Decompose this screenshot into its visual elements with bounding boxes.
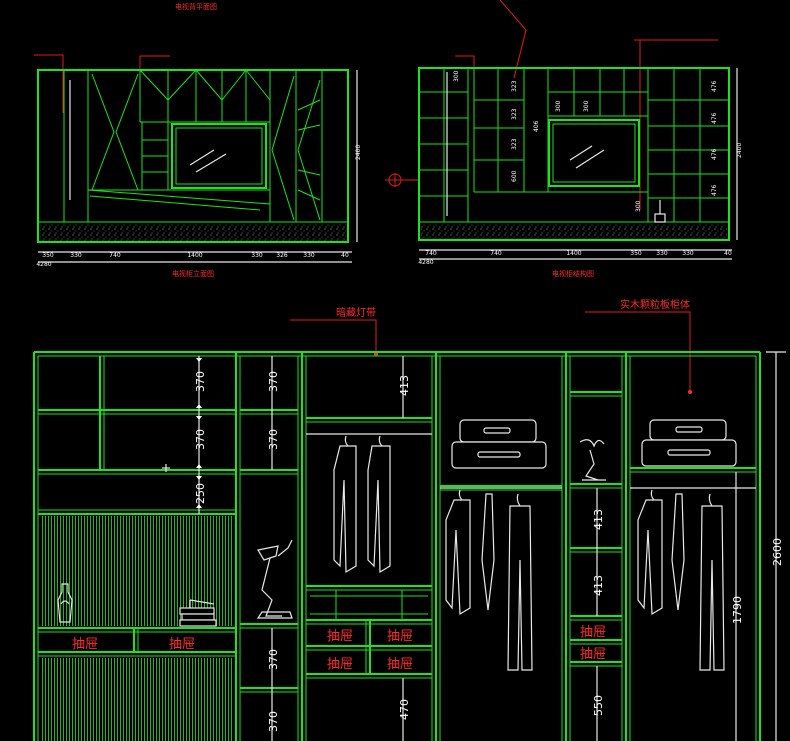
hanging-tie <box>671 493 685 611</box>
top-right-bottom-dim: 330 <box>682 250 694 257</box>
top-right-bottom-dim: 330 <box>656 250 668 257</box>
top-left-total-dim: 4280 <box>36 261 51 268</box>
top-right-total-dim: 4280 <box>418 259 433 266</box>
drawer-label: 抽屉 <box>580 625 606 640</box>
top-right-shelf-dim: 323 <box>511 108 518 120</box>
drawer-label: 抽屉 <box>580 647 606 662</box>
top-right-right-dim: 476 <box>711 112 718 124</box>
drawer-label: 抽屉 <box>387 629 413 644</box>
top-left-bottom-dim: 326 <box>276 252 288 259</box>
hanging-jacket <box>637 489 663 616</box>
top-right-right-dim: 476 <box>711 80 718 92</box>
hanging-jacket <box>367 435 391 574</box>
top-right-bottom-dim: 740 <box>490 250 502 257</box>
top-right-right-dim: 476 <box>711 148 718 160</box>
top-right-bottom-dim: 40 <box>724 250 732 257</box>
top-left-bottom-dim: 40 <box>341 252 349 259</box>
top-right-mid-dim: 300 <box>583 100 590 112</box>
top-right-height-dim: 2400 <box>736 143 743 158</box>
dim-c2-c: 370 <box>267 649 280 670</box>
dim-c5-a: 413 <box>592 509 605 530</box>
drawer-label: 抽屉 <box>327 657 353 672</box>
dim-c2-d: 370 <box>267 711 280 732</box>
drawer-label: 抽屉 <box>169 637 195 652</box>
drawer-label: 抽屉 <box>327 629 353 644</box>
dim-c1-c: 250 <box>194 483 207 504</box>
dim-c6-a: 1790 <box>731 596 744 624</box>
dim-c1-b: 370 <box>194 429 207 450</box>
hanging-trousers <box>507 493 533 671</box>
top-right-mid-dim: 300 <box>555 100 562 112</box>
dim-c1-a: 370 <box>194 371 207 392</box>
suitcase-decor <box>641 419 737 467</box>
top-left-caption: 电视柜立面图 <box>172 269 214 278</box>
hanging-trousers <box>699 493 725 671</box>
top-left-bottom-dim: 740 <box>109 252 121 259</box>
suitcase-decor <box>451 419 547 469</box>
top-left-title: 电视背平面图 <box>175 2 217 11</box>
column1-lower-slat-panel <box>40 658 234 741</box>
top-right-shelf-dim: 323 <box>511 80 518 92</box>
top-right-structure: 300 323 323 323 600 300 300 406 476 476 … <box>385 0 743 278</box>
hanging-jacket <box>333 435 357 574</box>
top-right-caption: 电视柜结构图 <box>552 269 594 278</box>
top-right-right-dim: 476 <box>711 184 718 196</box>
dim-c2-b: 370 <box>267 429 280 450</box>
top-left-bottom-dim: 330 <box>70 252 82 259</box>
dim-c3-a: 413 <box>398 375 411 396</box>
vase-decor <box>57 583 73 623</box>
top-right-shelf-dim: 300 <box>453 70 460 82</box>
wardrobe-elevation: 暗藏灯带 实木颗粒板柜体 <box>33 298 786 741</box>
top-right-bottom-dim: 740 <box>425 250 437 257</box>
books-decor <box>179 599 217 627</box>
top-right-bottom-dim: 350 <box>630 250 642 257</box>
top-right-shelf-dim: 600 <box>511 170 518 182</box>
hanging-jacket <box>445 489 471 616</box>
top-left-bottom-dim: 330 <box>303 252 315 259</box>
callout-board: 实木颗粒板柜体 <box>620 298 690 311</box>
sculpture-decor <box>256 539 293 619</box>
hanging-tie <box>481 493 495 611</box>
top-right-shelf-dim: 323 <box>511 138 518 150</box>
top-right-mid-dim: 406 <box>533 120 540 132</box>
drawer-label: 抽屉 <box>72 637 98 652</box>
dim-c5-b: 413 <box>592 575 605 596</box>
top-left-height-dim: 2400 <box>355 145 362 160</box>
top-right-bottom-dim: 1400 <box>566 250 581 257</box>
dim-c2-a: 370 <box>267 371 280 392</box>
dim-c5-c: 550 <box>592 695 605 716</box>
top-left-bottom-dim: 350 <box>42 252 54 259</box>
top-right-floor-hatch <box>421 224 727 239</box>
top-left-bottom-dim: 330 <box>251 252 263 259</box>
top-right-right-dim: 300 <box>635 200 642 212</box>
top-left-elevation: 电视背平面图 <box>34 2 362 278</box>
dim-total-height: 2600 <box>771 538 784 566</box>
drawer-label: 抽屉 <box>387 657 413 672</box>
sculpture-decor <box>579 439 606 481</box>
top-left-bottom-dim: 1400 <box>187 252 202 259</box>
dim-c3-b: 470 <box>398 699 411 720</box>
top-left-floor-hatch <box>40 224 346 241</box>
callout-hidden-light: 暗藏灯带 <box>336 306 376 319</box>
